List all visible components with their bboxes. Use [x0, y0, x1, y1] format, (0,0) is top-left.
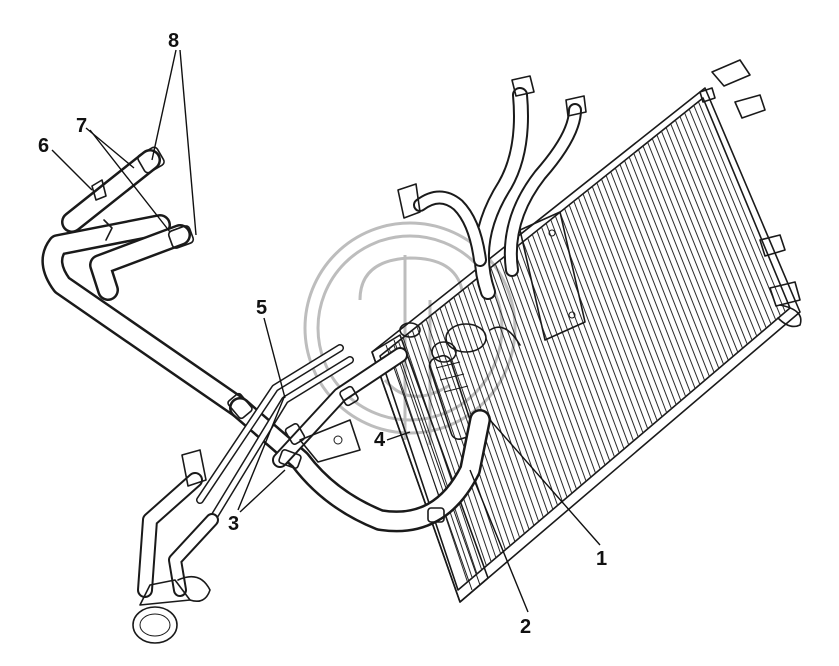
radiator-fin	[688, 108, 777, 321]
radiator-fin	[624, 160, 710, 377]
radiator-fin	[462, 289, 544, 518]
radiator-fin	[393, 344, 473, 579]
radiator-core	[371, 59, 802, 603]
callout-6: 6	[38, 135, 49, 157]
radiator-fins	[388, 101, 786, 583]
callout-8: 8	[168, 30, 179, 52]
radiator-fin	[541, 226, 625, 450]
radiator-fin	[665, 127, 753, 341]
radiator-fin	[610, 171, 696, 389]
radiator-fin	[411, 330, 492, 562]
radiator-fin	[531, 234, 615, 458]
radiator-fin	[522, 241, 606, 466]
radiator-fin	[545, 223, 630, 446]
leader-4	[386, 431, 411, 441]
radiator-fin	[587, 189, 672, 409]
radiator-fin	[467, 285, 549, 514]
radiator-fin	[684, 112, 772, 325]
radiator-fin	[527, 237, 611, 462]
leader-2	[469, 469, 529, 613]
callout-1: 1	[596, 548, 607, 570]
radiator-fin	[619, 164, 706, 381]
radiator-fin	[508, 252, 592, 478]
leader-7b	[89, 129, 171, 233]
leader-8b	[179, 49, 197, 236]
radiator-fin	[642, 145, 729, 361]
radiator-fin	[596, 182, 682, 401]
radiator-fin	[674, 119, 763, 333]
radiator-fin	[605, 175, 691, 393]
radiator-fin	[651, 138, 739, 353]
radiator-fin	[476, 278, 559, 506]
leader-3b	[239, 469, 286, 513]
radiator-fin	[499, 260, 582, 486]
radiator-fin	[457, 293, 540, 522]
radiator-fin	[397, 341, 478, 575]
radiator-fin	[647, 142, 734, 357]
radiator-fin	[577, 197, 663, 417]
radiator-fin	[407, 333, 487, 566]
callout-4: 4	[374, 429, 386, 451]
radiator-fin	[614, 167, 701, 385]
callout-5: 5	[256, 297, 267, 319]
leader-6	[51, 149, 93, 191]
radiator-fin	[679, 116, 767, 329]
radiator-fin	[661, 130, 748, 345]
radiator-fin	[490, 267, 573, 494]
radiator-fin	[568, 204, 653, 426]
leader-8a	[151, 49, 177, 161]
radiator-fin	[656, 134, 744, 349]
radiator-fin	[628, 156, 715, 373]
callout-2: 2	[520, 616, 531, 638]
radiator-fin	[697, 101, 786, 313]
radiator-fin	[485, 271, 568, 498]
radiator-fin	[425, 318, 506, 550]
radiator-fin	[693, 105, 781, 317]
radiator-fin	[481, 274, 563, 502]
callout-labels: 8 7 6 5 4 3 2 1	[38, 30, 607, 638]
radiator-fin	[504, 256, 587, 482]
radiator-fin	[536, 230, 620, 454]
callout-3: 3	[228, 513, 239, 535]
radiator-fin	[601, 178, 687, 397]
callout-7: 7	[76, 115, 87, 137]
radiator-fin	[550, 219, 634, 442]
radiator-fin	[453, 296, 535, 526]
radiator-fin	[637, 149, 725, 365]
radiator-fin	[633, 153, 720, 369]
leader-1	[489, 419, 601, 546]
radiator-fin	[573, 201, 658, 421]
radiator-fin	[564, 208, 649, 430]
radiator-fin	[513, 248, 597, 474]
hose-routing	[41, 75, 587, 644]
radiator-fin	[471, 282, 554, 510]
radiator-fin	[591, 186, 677, 405]
radiator-fin	[559, 212, 644, 434]
radiator-fin	[582, 193, 668, 413]
radiator-fin	[670, 123, 758, 337]
radiator-fin	[494, 263, 578, 490]
leader-lines	[51, 49, 601, 613]
leader-5	[263, 317, 286, 399]
leader-3a	[237, 394, 286, 511]
